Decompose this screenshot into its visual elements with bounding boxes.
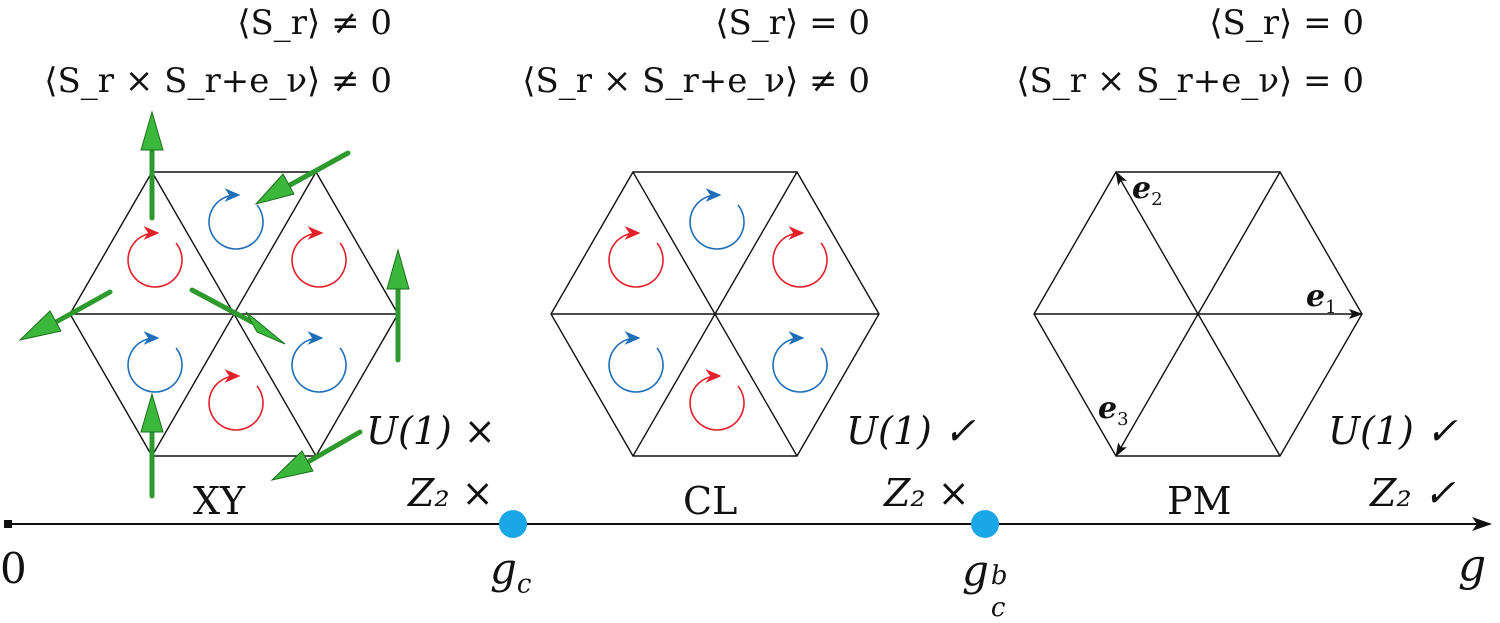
- chirality-loop-blue: [208, 188, 264, 250]
- lattice-vector-e1-label: e1: [1306, 279, 1337, 318]
- lattice-vector-e2-label: e2: [1132, 171, 1163, 210]
- spin-arrow: [254, 150, 351, 205]
- chirality-loop-blue: [772, 331, 828, 393]
- chirality-loop-red: [689, 369, 745, 431]
- spin-arrow: [140, 392, 164, 499]
- spin-arrow: [386, 248, 410, 363]
- pm-chirality-parameter: ⟨S_r × S_r+e_ν⟩ = 0: [1016, 61, 1364, 101]
- xy-u1-symmetry: U(1) ×: [366, 409, 496, 453]
- chirality-loop-blue: [689, 188, 745, 250]
- phase-name-xy: XY: [193, 479, 246, 523]
- cl-z2-symmetry: Z₂ ×: [884, 471, 970, 515]
- chirality-loop-red: [772, 226, 828, 288]
- hexagon-pm: [1033, 171, 1363, 457]
- pm-u1-symmetry: U(1) ✓: [1328, 409, 1458, 453]
- spin-arrow: [18, 289, 113, 341]
- cl-order-parameter: ⟨S_r⟩ = 0: [715, 3, 870, 43]
- lattice-vector-e3-label: e3: [1098, 391, 1129, 430]
- spin-arrow: [140, 110, 164, 221]
- g-axis: [4, 510, 1492, 538]
- chirality-loop-red: [208, 369, 264, 431]
- hexagon-cl: [550, 171, 880, 457]
- critical-point-gcb: [971, 510, 999, 538]
- chirality-loop-red: [127, 226, 183, 288]
- chirality-loops-xy: [127, 188, 347, 431]
- spin-arrows-xy: [18, 110, 410, 499]
- chirality-loop-blue: [608, 331, 664, 393]
- axis-end-label: g: [1458, 540, 1487, 591]
- xy-order-parameter: ⟨S_r⟩ ≠ 0: [237, 3, 392, 43]
- cl-chirality-parameter: ⟨S_r × S_r+e_ν⟩ ≠ 0: [522, 61, 870, 101]
- pm-z2-symmetry: Z₂ ✓: [1370, 471, 1456, 515]
- chirality-loop-blue: [127, 331, 183, 393]
- critical-point-gc-label: gc: [490, 544, 532, 600]
- lattice-vector-e2-arrow: [1115, 171, 1199, 315]
- lattice-vector-e3-arrow: [1115, 313, 1199, 457]
- chirality-loop-red: [291, 226, 347, 288]
- phase-name-cl: CL: [683, 479, 738, 523]
- xy-z2-symmetry: Z₂ ×: [408, 471, 494, 515]
- phase-name-pm: PM: [1167, 479, 1232, 523]
- axis-origin-label: 0: [0, 544, 27, 593]
- spin-arrow: [270, 429, 363, 481]
- xy-chirality-parameter: ⟨S_r × S_r+e_ν⟩ ≠ 0: [44, 61, 392, 101]
- spin-arrow: [189, 287, 286, 345]
- critical-point-gc: [499, 510, 527, 538]
- axis-origin-tick: [4, 520, 12, 528]
- chirality-loops-cl: [608, 188, 828, 431]
- cl-u1-symmetry: U(1) ✓: [846, 409, 976, 453]
- pm-order-parameter: ⟨S_r⟩ = 0: [1209, 3, 1364, 43]
- chirality-loop-red: [608, 226, 664, 288]
- chirality-loop-blue: [291, 331, 347, 393]
- phase-diagram: [4, 110, 1492, 538]
